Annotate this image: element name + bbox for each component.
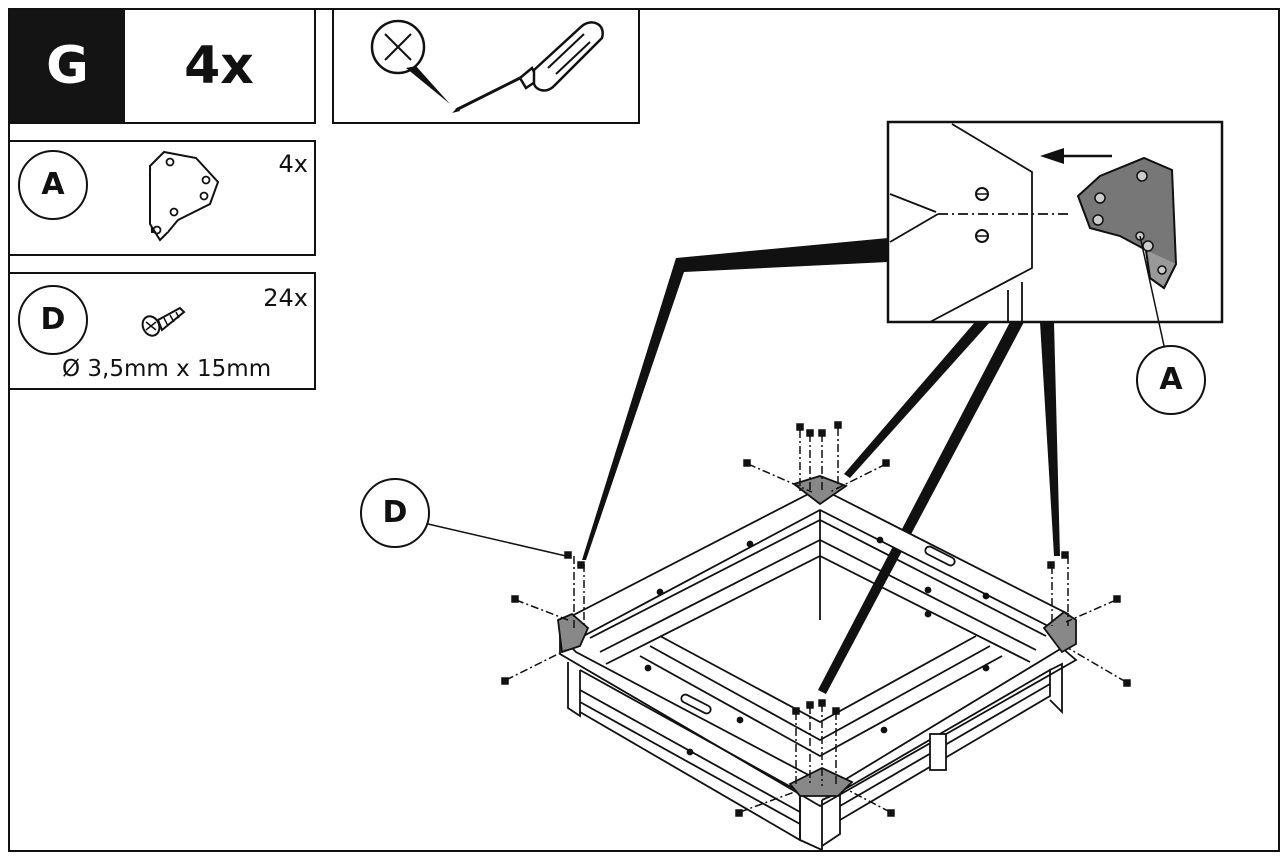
detail-pointer-wedges xyxy=(582,238,1060,694)
part-a-label: A xyxy=(18,150,88,220)
bracket-callout-label: A xyxy=(1136,345,1206,415)
part-d-label: D xyxy=(18,285,88,355)
screw-leader-line xyxy=(427,523,567,557)
tool-box xyxy=(332,8,640,124)
part-d-dimensions: Ø 3,5mm x 15mm xyxy=(62,356,272,382)
detail-screw-holes xyxy=(975,187,989,243)
arrow-left-icon xyxy=(1040,148,1112,164)
part-d-quantity: 24x xyxy=(263,284,308,312)
step-letter-background xyxy=(10,10,125,122)
no-power-tool-icon xyxy=(370,19,450,104)
page-border xyxy=(8,8,1280,852)
screws xyxy=(501,421,1131,817)
part-a-quantity: 4x xyxy=(278,150,308,178)
screwdriver-icon xyxy=(370,19,604,113)
detail-wood-panel xyxy=(889,123,1072,323)
screw-callout-label: D xyxy=(360,478,430,548)
step-letter: G xyxy=(46,36,89,96)
step-header-box xyxy=(8,8,316,124)
detail-bracket-a xyxy=(1076,156,1178,365)
step-count: 4x xyxy=(184,36,254,96)
corner-brackets xyxy=(557,475,1077,797)
